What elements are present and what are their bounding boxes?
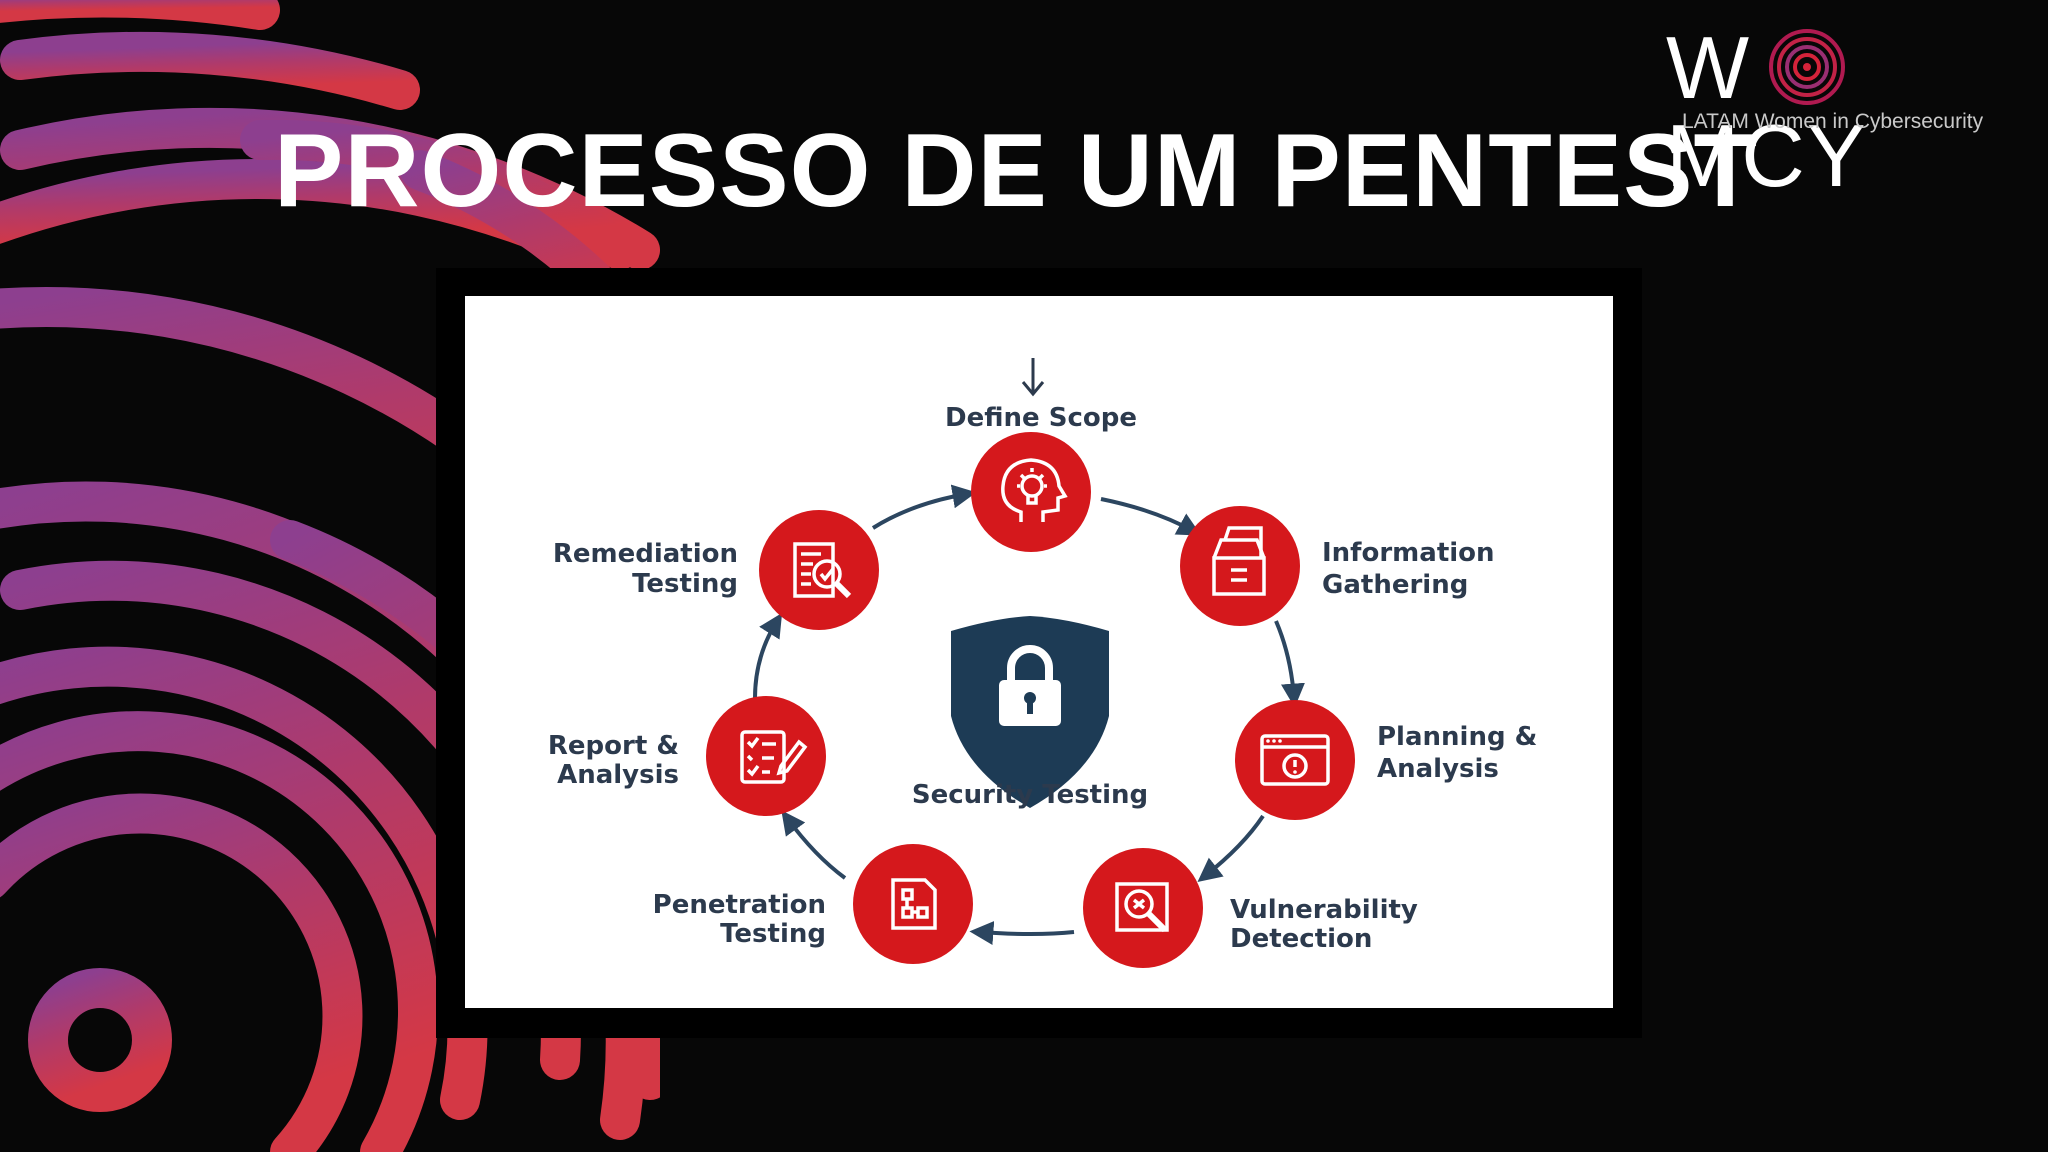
cycle-arrow-1 — [1100, 497, 1202, 536]
step-label-line2: Testing — [632, 569, 738, 599]
file-boxes-icon — [1212, 526, 1266, 596]
step-report-analysis: Report & Analysis — [548, 696, 826, 816]
step-label: Define Scope — [945, 403, 1137, 433]
step-label-line2: Testing — [720, 919, 826, 949]
cycle-arrow-5 — [781, 810, 847, 880]
document-magnifier-icon — [793, 542, 852, 599]
step-label-line1: Penetration — [653, 890, 826, 920]
step-label-line1: Planning & — [1377, 722, 1537, 752]
head-lightbulb-icon — [1001, 458, 1068, 522]
step-define-scope: Define Scope — [945, 403, 1137, 552]
step-label-line2: Analysis — [1377, 754, 1499, 784]
step-label-line2: Detection — [1230, 924, 1372, 954]
fingerprint-globe-icon — [1769, 29, 1845, 105]
browser-alert-icon — [1260, 734, 1330, 786]
magnifier-bug-icon — [1115, 882, 1169, 933]
step-remediation-testing: Remediation Testing — [553, 510, 879, 630]
checklist-pen-icon — [740, 730, 808, 784]
shield-lock-icon — [951, 616, 1109, 808]
step-label-line2: Gathering — [1322, 570, 1468, 600]
cycle-arrow-6 — [753, 612, 783, 699]
logo-tagline: LATAM Women in Cybersecurity — [1682, 110, 1984, 133]
step-penetration-testing: Penetration Testing — [653, 844, 973, 964]
entry-arrow — [1021, 358, 1045, 397]
step-label-line1: Remediation — [553, 539, 738, 569]
womcy-logo: WMCY LATAM Women in Cybersecurity — [1660, 20, 2030, 200]
diagram-panel: Security Testing Define Scope Informat — [465, 296, 1613, 1008]
step-vulnerability-detection: Vulnerability Detection — [1083, 848, 1418, 968]
step-label-line2: Analysis — [557, 760, 679, 790]
step-label-line1: Information — [1322, 538, 1495, 568]
pentest-cycle-diagram: Security Testing Define Scope Informat — [548, 358, 1537, 968]
center-label: Security Testing — [912, 780, 1148, 810]
cycle-arrow-2 — [1274, 620, 1305, 708]
step-information-gathering: Information Gathering — [1180, 506, 1495, 626]
step-label-line1: Report & — [548, 731, 679, 761]
logo-wordmark: WMCY — [1666, 18, 1868, 205]
cycle-arrow-4 — [969, 921, 1075, 945]
step-planning-analysis: Planning & Analysis — [1235, 700, 1537, 820]
cycle-arrow-3 — [1197, 814, 1265, 882]
step-label-line1: Vulnerability — [1230, 895, 1418, 925]
flowchart-document-icon — [891, 878, 937, 930]
slide-title: PROCESSO DE UM PENTEST — [274, 113, 1758, 229]
cycle-arrow-7 — [871, 484, 977, 530]
